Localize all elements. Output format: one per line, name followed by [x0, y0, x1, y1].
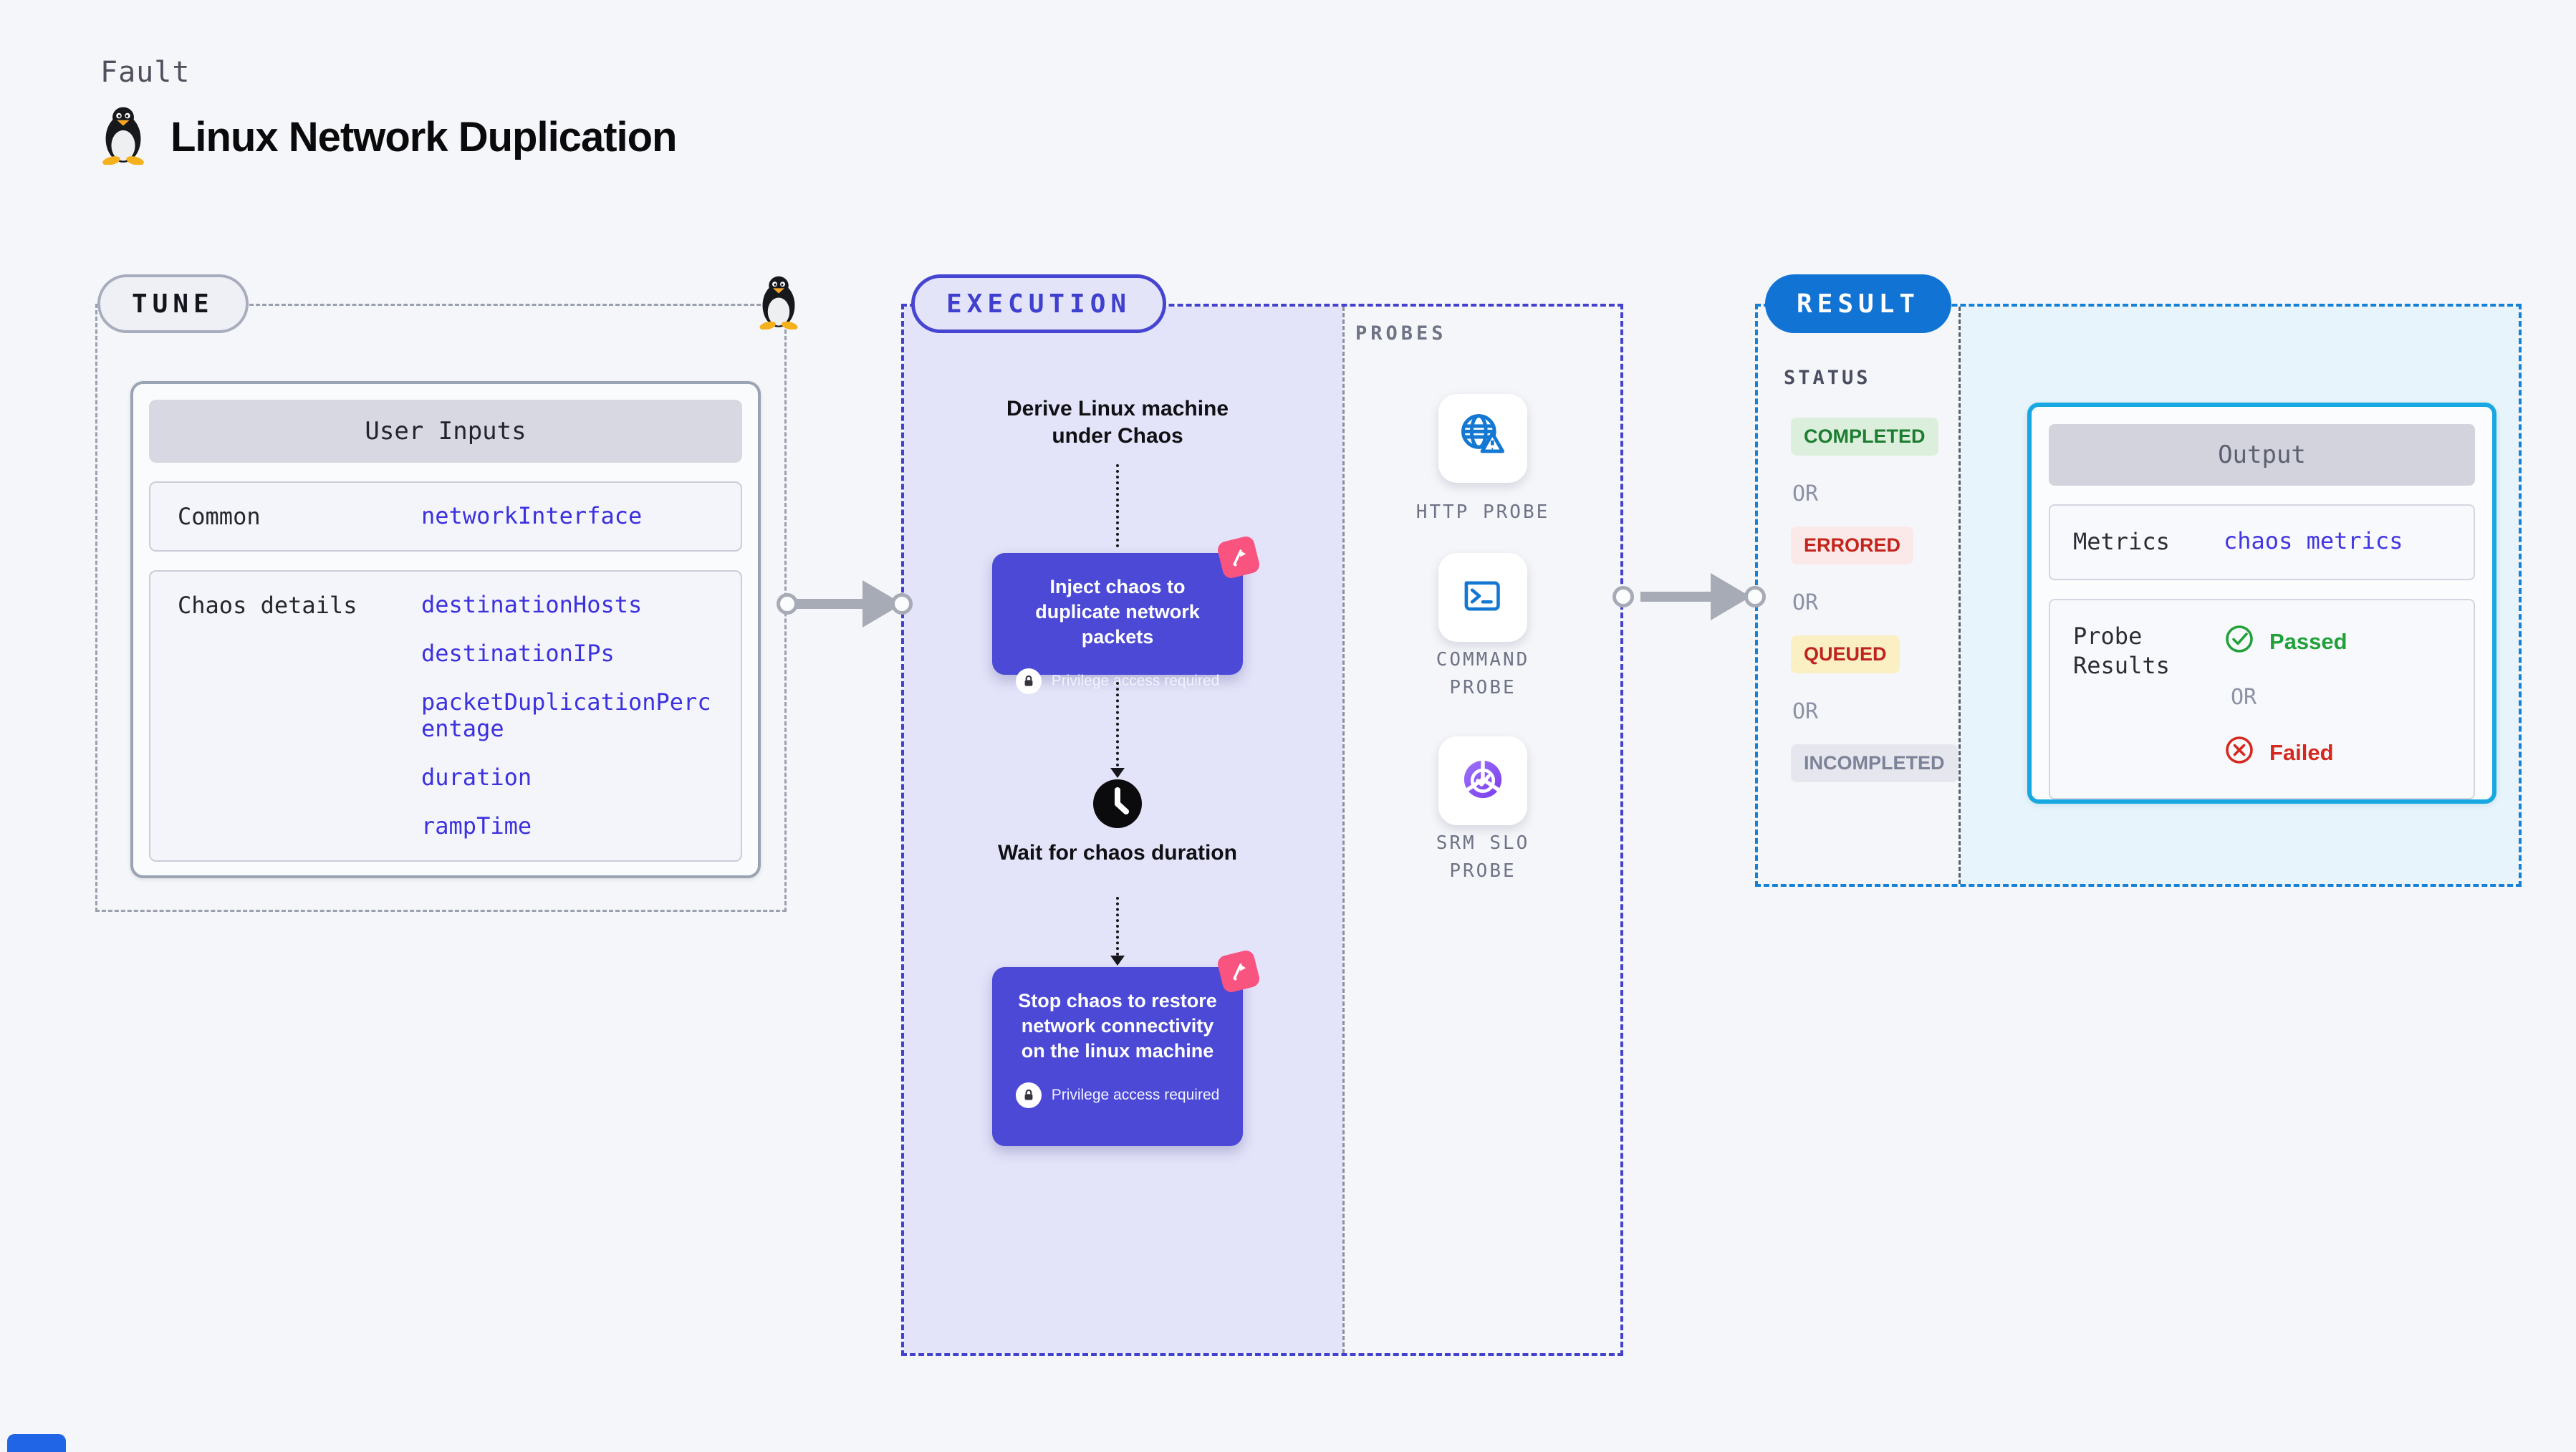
- input-link-packetDuplicationPercentage[interactable]: packetDuplicationPercentage: [421, 688, 711, 743]
- privilege-note: Privilege access required: [1051, 673, 1220, 690]
- result-divider: [1959, 307, 1961, 884]
- flow-arrowhead: [1110, 956, 1125, 966]
- lock-icon: [1015, 668, 1042, 695]
- input-link-destinationHosts[interactable]: destinationHosts: [421, 591, 643, 618]
- status-label: STATUS: [1784, 367, 1871, 389]
- step-title: Stop chaos to restore network connectivi…: [1018, 990, 1217, 1062]
- http-probe-card: [1438, 394, 1527, 483]
- status-badge-queued: QUEUED: [1791, 635, 1900, 673]
- flow-connector: [1116, 682, 1119, 766]
- metrics-label: Metrics: [2073, 528, 2170, 555]
- page-title: Linux Network Duplication: [170, 113, 677, 160]
- execution-section-box: [901, 304, 1623, 1356]
- or-label: OR: [1792, 699, 1819, 724]
- execution-badge: EXECUTION: [911, 274, 1167, 333]
- step-stop-chaos: Stop chaos to restore network connectivi…: [992, 948, 1261, 1146]
- metrics-row: Metrics chaos metrics: [2049, 504, 2475, 580]
- table-row-common: Common networkInterface: [149, 481, 742, 552]
- row-label: Chaos details: [178, 592, 357, 619]
- or-label: OR: [1792, 481, 1819, 506]
- or-label: OR: [2231, 684, 2257, 710]
- chaos-brand-icon: [1216, 534, 1261, 580]
- probes-divider: [1342, 307, 1345, 1353]
- passed-row: Passed: [2224, 623, 2347, 660]
- failed-label: Failed: [2269, 739, 2334, 765]
- output-header: Output: [2049, 424, 2475, 486]
- probes-label: PROBES: [1355, 322, 1447, 345]
- connector-node: [1613, 586, 1634, 607]
- title-row: Linux Network Duplication: [100, 106, 677, 168]
- step-wait-duration: Wait for chaos duration: [998, 841, 1237, 865]
- flow-connector: [1116, 464, 1119, 547]
- probe-results-row: Probe Results Passed OR: [2049, 598, 2475, 799]
- chaos-brand-icon: [1216, 948, 1261, 994]
- privilege-note: Privilege access required: [1051, 1087, 1220, 1104]
- failed-row: Failed: [2224, 734, 2347, 771]
- output-card: Output Metrics chaos metrics Probe Resul…: [2027, 403, 2496, 804]
- result-badge: RESULT: [1765, 274, 1952, 333]
- connector-node: [1744, 586, 1766, 607]
- bottom-left-widget[interactable]: [7, 1434, 66, 1452]
- step-title: Inject chaos to duplicate network packet…: [1035, 576, 1200, 648]
- step-inject-chaos: Inject chaos to duplicate network packet…: [992, 534, 1261, 695]
- srm-slo-probe-label: SRM SLO PROBE: [1436, 832, 1530, 882]
- or-label: OR: [1792, 590, 1819, 615]
- execution-flow-pane: [904, 307, 1342, 1353]
- privilege-row: Privilege access required: [1009, 668, 1226, 695]
- input-link-networkInterface[interactable]: networkInterface: [421, 502, 643, 529]
- connector-node: [891, 593, 913, 615]
- input-link-rampTime[interactable]: rampTime: [421, 812, 532, 840]
- input-link-duration[interactable]: duration: [421, 764, 532, 791]
- globe-alert-icon: [1456, 410, 1510, 467]
- flow-connector: [1116, 897, 1119, 956]
- clock-icon: [1093, 779, 1142, 828]
- slo-donut-icon: [1457, 754, 1509, 808]
- status-badge-completed: COMPLETED: [1791, 418, 1938, 456]
- srm-slo-probe-card: [1438, 736, 1527, 825]
- table-row-chaos-details: Chaos details destinationHosts destinati…: [149, 570, 742, 862]
- x-circle-icon: [2224, 734, 2255, 771]
- passed-label: Passed: [2269, 628, 2347, 654]
- command-probe-label: COMMAND PROBE: [1436, 649, 1530, 698]
- input-link-destinationIPs[interactable]: destinationIPs: [421, 639, 615, 667]
- row-label: Common: [178, 503, 261, 530]
- status-badge-errored: ERRORED: [1791, 527, 1914, 564]
- probe-results-label: Probe Results: [2073, 622, 2170, 680]
- check-circle-icon: [2224, 623, 2255, 660]
- fault-kicker: Fault: [100, 56, 191, 89]
- status-badge-incompleted: INCOMPLETED: [1791, 744, 1958, 782]
- user-inputs-header: User Inputs: [149, 400, 742, 463]
- user-inputs-card: User Inputs Common networkInterface Chao…: [130, 381, 761, 878]
- connector-node: [777, 593, 798, 615]
- flow-arrowhead: [1110, 768, 1125, 778]
- tux-penguin-corner-icon: [758, 275, 799, 332]
- chaos-metrics-link[interactable]: chaos metrics: [2224, 527, 2403, 554]
- lock-icon: [1015, 1082, 1042, 1109]
- step-derive-machine: Derive Linux machine under Chaos: [1006, 397, 1229, 448]
- tune-badge: TUNE: [97, 274, 249, 333]
- terminal-icon: [1459, 572, 1506, 622]
- command-probe-card: [1438, 553, 1527, 642]
- privilege-row: Privilege access required: [1009, 1082, 1226, 1109]
- http-probe-label: HTTP PROBE: [1416, 501, 1550, 523]
- tux-penguin-icon: [100, 106, 146, 168]
